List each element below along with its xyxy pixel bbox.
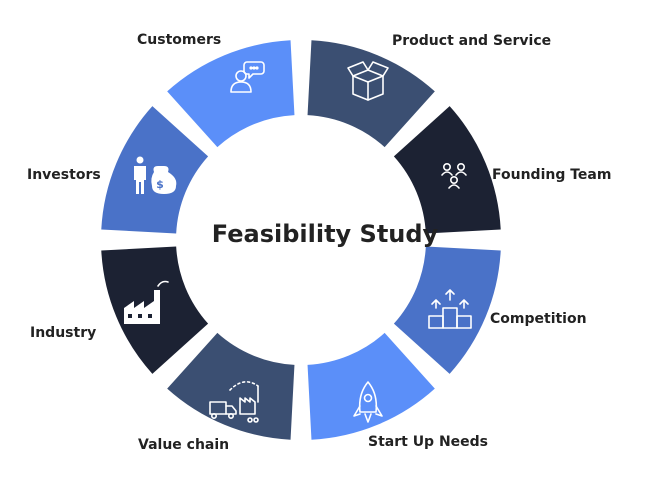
label-start-up-needs: Start Up Needs [368, 434, 489, 450]
label-founding-team: Founding Team [492, 167, 612, 183]
investor-money-icon: $ [134, 156, 177, 194]
segment-customers [167, 40, 295, 148]
label-value-chain: Value chain [138, 437, 230, 453]
label-investors: Investors [27, 167, 101, 183]
segment-value-chain [167, 332, 295, 440]
label-product-and-service: Product and Service [392, 33, 552, 49]
customer-chat-icon [230, 61, 265, 93]
team-people-icon [441, 163, 467, 189]
center-title: Feasibility Study [211, 220, 439, 248]
rocket-icon [353, 381, 383, 423]
product-box-icon [347, 61, 389, 101]
svg-text:$: $ [156, 178, 164, 191]
podium-money-icon [428, 289, 472, 329]
factory-icon [124, 280, 169, 324]
label-industry: Industry [30, 325, 97, 341]
segment-competition [393, 246, 501, 374]
label-customers: Customers [137, 32, 222, 48]
segment-product-and-service [307, 40, 435, 148]
label-competition: Competition [490, 311, 587, 327]
truck-factory-icon [209, 381, 259, 423]
